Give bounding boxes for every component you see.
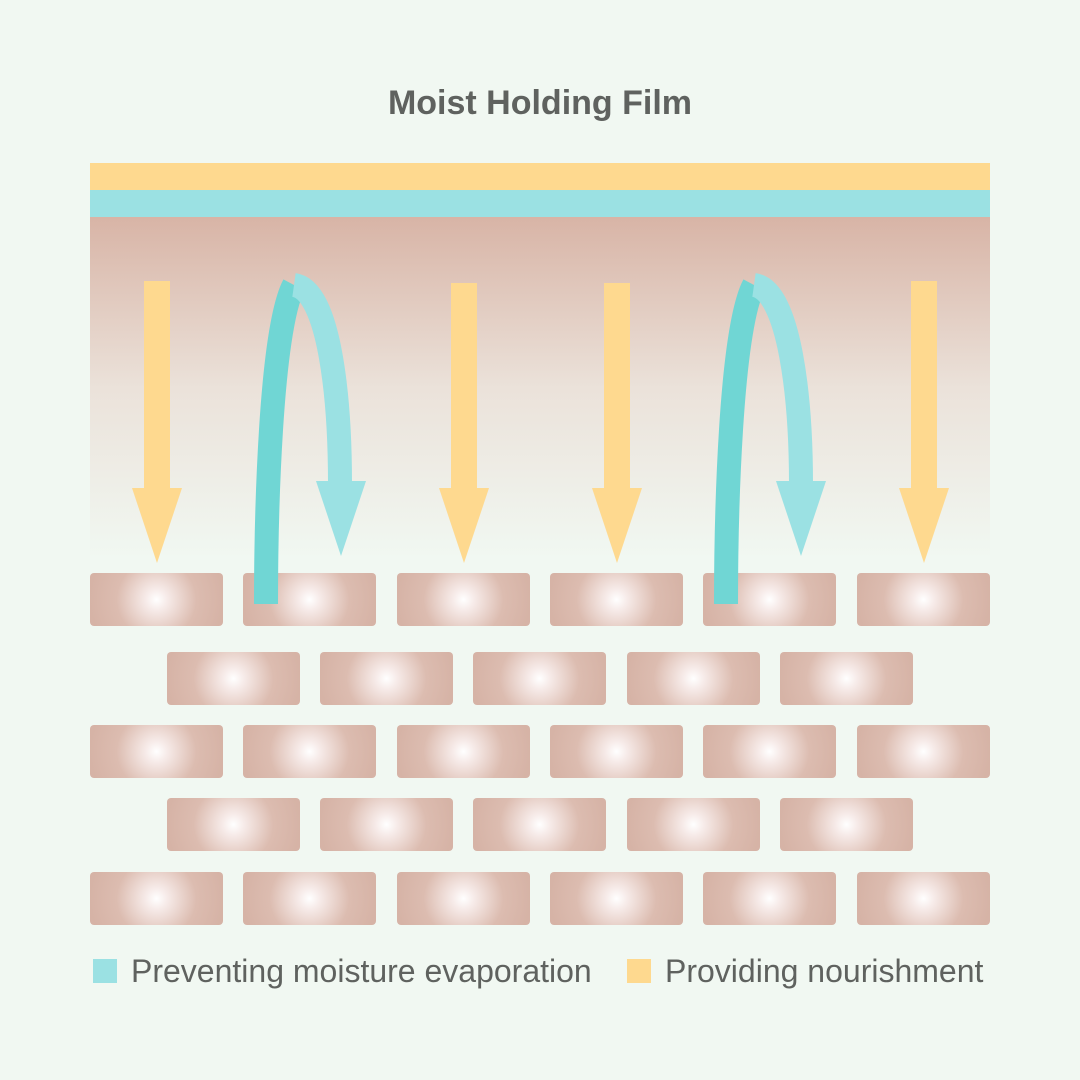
skin-cell <box>627 798 760 851</box>
legend-item-nourishment: Providing nourishment <box>627 950 983 992</box>
nourishment-arrow <box>132 281 182 563</box>
skin-cell <box>627 652 760 705</box>
skin-cell <box>320 652 453 705</box>
skin-cell <box>320 798 453 851</box>
nourishment-arrow <box>592 283 642 563</box>
skin-cell <box>550 573 683 626</box>
skin-cell <box>473 652 606 705</box>
skin-cell <box>167 652 300 705</box>
nourishment-film-layer <box>90 163 990 190</box>
moisture-retention-arrow <box>254 273 366 605</box>
nourishment-arrow <box>899 281 949 563</box>
skin-cell <box>90 725 223 778</box>
legend-item-moisture: Preventing moisture evaporation <box>93 950 592 992</box>
legend-label-moisture: Preventing moisture evaporation <box>131 952 592 989</box>
skin-cell-grid <box>90 573 990 925</box>
skin-cell <box>243 872 376 925</box>
skin-cell <box>167 798 300 851</box>
skin-cell <box>550 872 683 925</box>
moisture-film-layer <box>90 190 990 217</box>
nourishment-arrow <box>439 283 489 563</box>
skin-cell <box>243 725 376 778</box>
skin-upper-layer <box>90 217 990 560</box>
skin-cell <box>857 725 990 778</box>
legend-label-nourishment: Providing nourishment <box>665 952 984 989</box>
diagram-title: Moist Holding Film <box>387 84 693 122</box>
skin-cell <box>397 725 530 778</box>
skin-cell <box>703 725 836 778</box>
skin-cell <box>473 798 606 851</box>
skin-cell <box>90 872 223 925</box>
skin-cell <box>857 872 990 925</box>
skin-cell <box>780 798 913 851</box>
nourishment-color-swatch <box>627 959 651 983</box>
skin-cell <box>397 573 530 626</box>
skin-cell <box>397 872 530 925</box>
moisture-color-swatch <box>93 959 117 983</box>
skin-cell <box>90 573 223 626</box>
skin-cell <box>780 652 913 705</box>
skin-cell <box>703 872 836 925</box>
moisture-retention-arrow <box>714 273 826 605</box>
skin-cell <box>550 725 683 778</box>
skin-cell <box>857 573 990 626</box>
